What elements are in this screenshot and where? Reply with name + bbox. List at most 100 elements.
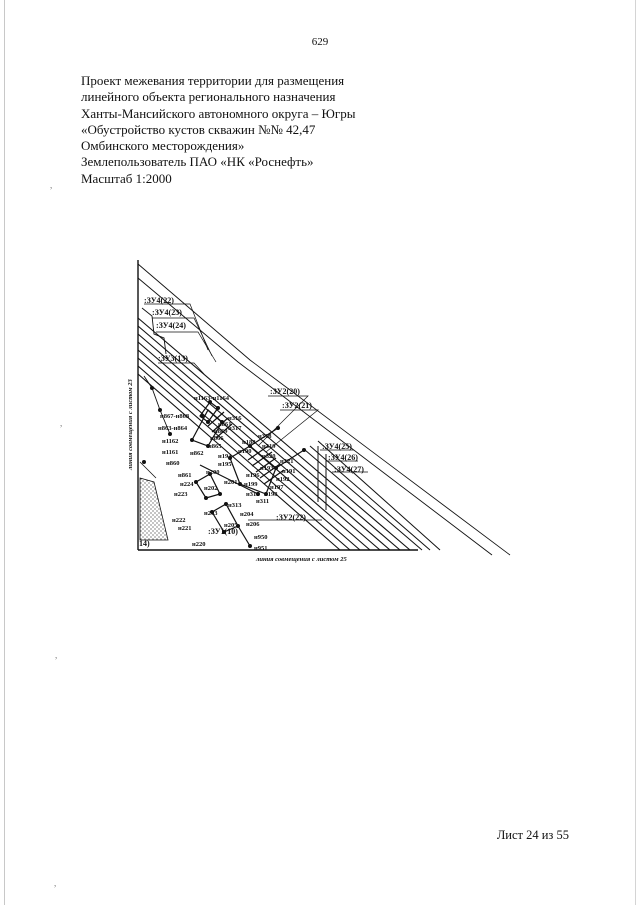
pipeline-line [304,449,423,551]
point-label: н1161 [162,449,178,456]
page-number: 629 [311,36,329,48]
pipeline-line [137,357,361,551]
survey-point [236,524,240,528]
survey-point [142,460,146,464]
point-label: н222 [172,517,186,524]
point-label: н196 [246,472,260,479]
pad-polygon [229,445,277,495]
survey-point [208,400,212,404]
title-block: Проект межевания территории для размещен… [81,73,501,187]
plot-label: :ЗУ4(26) [328,453,358,462]
pipeline-line [137,317,411,551]
zu4-outline [141,307,171,435]
sheet-number: Лист 24 из 55 [496,828,569,842]
point-label: н863-н864 [158,425,188,432]
point-label: н191 [282,468,296,475]
scan-edge-right [635,0,636,905]
point-label: н202 [204,485,218,492]
title-line-1: Проект межевания территории для размещен… [81,73,345,88]
leader-line [265,409,319,453]
scan-mark: , [50,180,53,190]
leader-lines [144,303,368,521]
point-label: н317 [228,425,242,432]
landowner-line: Землепользователь ПАО «НК «Роснефть» [81,154,314,170]
survey-point [238,482,242,486]
survey-point [264,492,268,496]
survey-point [222,530,226,534]
title-line-4: «Обустройство кустов скважин №№ 42,47 [81,121,316,137]
leader-line [156,331,217,363]
pipeline-line [137,333,391,551]
pipeline-band [137,317,411,551]
corridor-line [137,277,493,556]
point-label: н861 [218,421,232,428]
point-label: н206 [246,521,260,528]
leader-line [158,362,205,375]
hatch-line [247,445,269,461]
plot-label: :ЗУ2(22) [276,513,306,522]
point-label: н321 [280,458,294,465]
point-label: н200 [206,469,220,476]
plot-label: :ЗУ2(20) [270,387,300,396]
survey-point [208,472,212,476]
plot-label: :ЗУ2(21) [282,401,312,410]
point-label: н318 [258,433,272,440]
survey-point [216,406,220,410]
point-label: н201 [224,479,238,486]
point-label: н866 [210,435,224,442]
plot-label: :ЗУ4(23) [152,308,182,317]
point-label: н312 [246,491,260,498]
point-label: н1163-н1164 [194,395,230,402]
scan-edge-left [4,0,5,905]
pipeline-line [317,440,441,551]
pipeline-line [137,365,351,551]
survey-point [194,480,198,484]
plot-label: :ЗУ1(10) [208,527,238,536]
survey-point [256,492,260,496]
point-label: н204 [240,511,254,518]
point-label: н197 [270,484,284,491]
pipeline-line [137,341,381,551]
point-label: н950 [254,534,268,541]
survey-point [218,492,222,496]
sheet-join-bottom-label: линия совмещения с листом 25 [255,556,348,563]
point-label: н190 [238,448,252,455]
plot-label: :ЗУ4(27) [334,465,364,474]
point-label: н205 [224,522,238,529]
point-label: н320 [262,453,276,460]
scan-mark: , [55,650,58,660]
hatch-line [215,423,233,439]
dotted-area [139,477,169,541]
plot-label: :ЗУ4(24) [156,321,186,330]
title-line-2: линейного объекта регионального назначен… [81,89,336,105]
point-label: н221 [178,525,192,532]
point-label: н860 [166,460,180,467]
point-label: н223 [174,491,188,498]
hatch-line [211,417,229,433]
pad-link [199,464,259,495]
survey-point [204,496,208,500]
point-label: н869 [214,428,228,435]
hatch-boundary [139,461,157,479]
point-label: н319 [262,443,276,450]
leader-line [257,395,309,447]
survey-point [248,544,252,548]
hatch-line [251,451,273,467]
survey-map: :ЗУ4(22) :ЗУ4(23) :ЗУ4(24) :ЗУ3(13) :ЗУ2… [100,250,540,580]
point-label: н194 [218,453,232,460]
title-line-5: Омбинского месторождения» [81,138,245,154]
hatch-line [207,411,225,427]
survey-point [274,466,278,470]
hatch-line [263,469,285,485]
survey-point [248,444,252,448]
point-label: н224 [180,481,194,488]
corridor-outer [137,263,511,556]
survey-point [228,456,232,460]
title-line-3: Ханты-Мансийского автономного округа – Ю… [81,105,356,121]
survey-points [142,386,306,548]
point-labels: н1163-н1164 н316 н317 н867-н868 н863-н86… [158,395,296,552]
point-label: н862 [190,450,204,457]
survey-point [158,408,162,412]
point-label: н865 [208,443,222,450]
point-label: н1162 [162,438,178,445]
